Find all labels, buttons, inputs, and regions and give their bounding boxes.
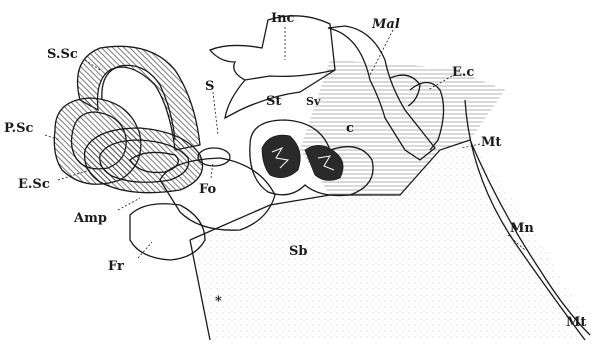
label-sv: Sv xyxy=(306,95,321,108)
label-mt-lower: Mt xyxy=(566,315,586,330)
label-sb: Sb xyxy=(289,244,307,259)
label-s: S xyxy=(205,79,214,94)
label-asterisk: * xyxy=(215,294,222,309)
label-mn: Mn xyxy=(510,221,534,236)
label-mal: Mal xyxy=(371,17,400,32)
fenestra-ovalis xyxy=(198,148,230,166)
label-esc: E.Sc xyxy=(18,177,50,192)
label-ssc: S.Sc xyxy=(47,47,78,62)
label-c: c xyxy=(346,121,354,136)
label-st: St xyxy=(266,94,281,109)
leader-s xyxy=(213,92,218,135)
leader-amp xyxy=(118,198,140,210)
label-ec: E.c xyxy=(452,65,474,80)
label-inc: Inc xyxy=(271,11,295,26)
label-fr: Fr xyxy=(108,259,124,274)
label-amp: Amp xyxy=(73,211,107,226)
leader-fo xyxy=(211,162,213,178)
label-fo: Fo xyxy=(199,182,217,197)
label-mt-upper: Mt xyxy=(481,135,501,150)
label-psc: P.Sc xyxy=(4,121,34,136)
